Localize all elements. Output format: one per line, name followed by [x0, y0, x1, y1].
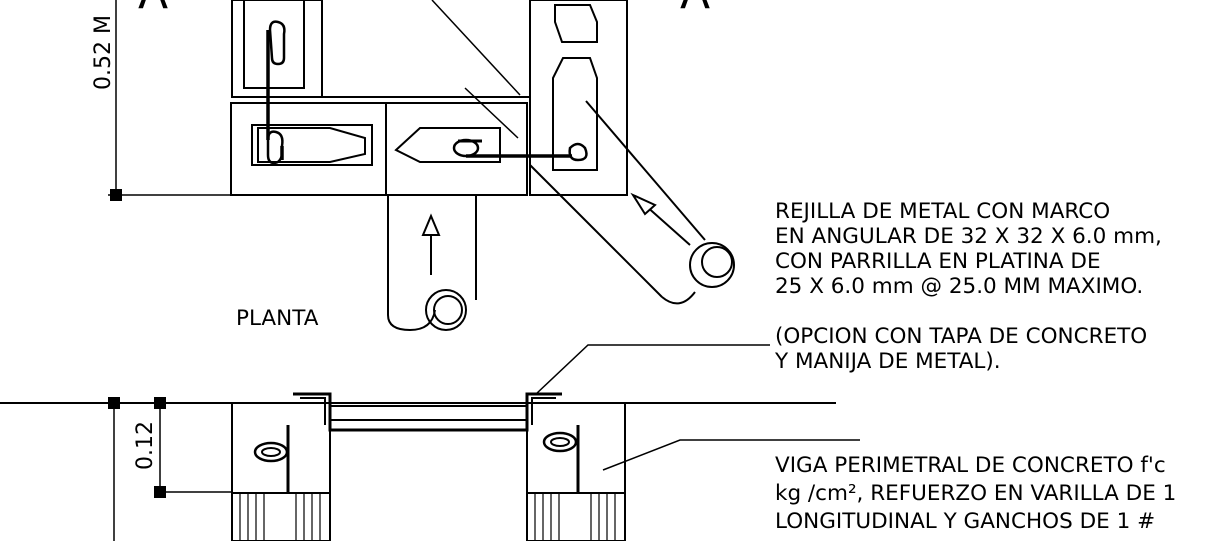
grate-note-line: CON PARRILLA EN PLATINA DE [775, 249, 1101, 274]
beam-note-line: VIGA PERIMETRAL DE CONCRETO f'c [775, 453, 1166, 478]
grate-note-line: Y MANIJA DE METAL). [775, 349, 1001, 374]
dim-top-label: 0.52 M [91, 15, 116, 90]
grate-note-line: REJILLA DE METAL CON MARCO [775, 199, 1111, 224]
grate-note-line: (OPCION CON TAPA DE CONCRETO [775, 324, 1148, 349]
beam-note-line: LONGITUDINAL Y GANCHOS DE 1 # [775, 509, 1156, 534]
beam-note-line: kg /cm², REFUERZO EN VARILLA DE 1 [775, 481, 1177, 506]
dim-section-label: 0.12 [133, 421, 158, 470]
section-view: 0.12 [0, 344, 860, 541]
section-marker-right: A [680, 0, 710, 19]
plan-view-label: PLANTA [236, 306, 319, 331]
plan-view: 0.52 M A A [91, 0, 735, 332]
section-marker-left: A [138, 0, 168, 19]
grate-note-line: EN ANGULAR DE 32 X 32 X 6.0 mm, [775, 224, 1162, 249]
grate-note-line: 25 X 6.0 mm @ 25.0 MM MAXIMO. [775, 274, 1144, 299]
